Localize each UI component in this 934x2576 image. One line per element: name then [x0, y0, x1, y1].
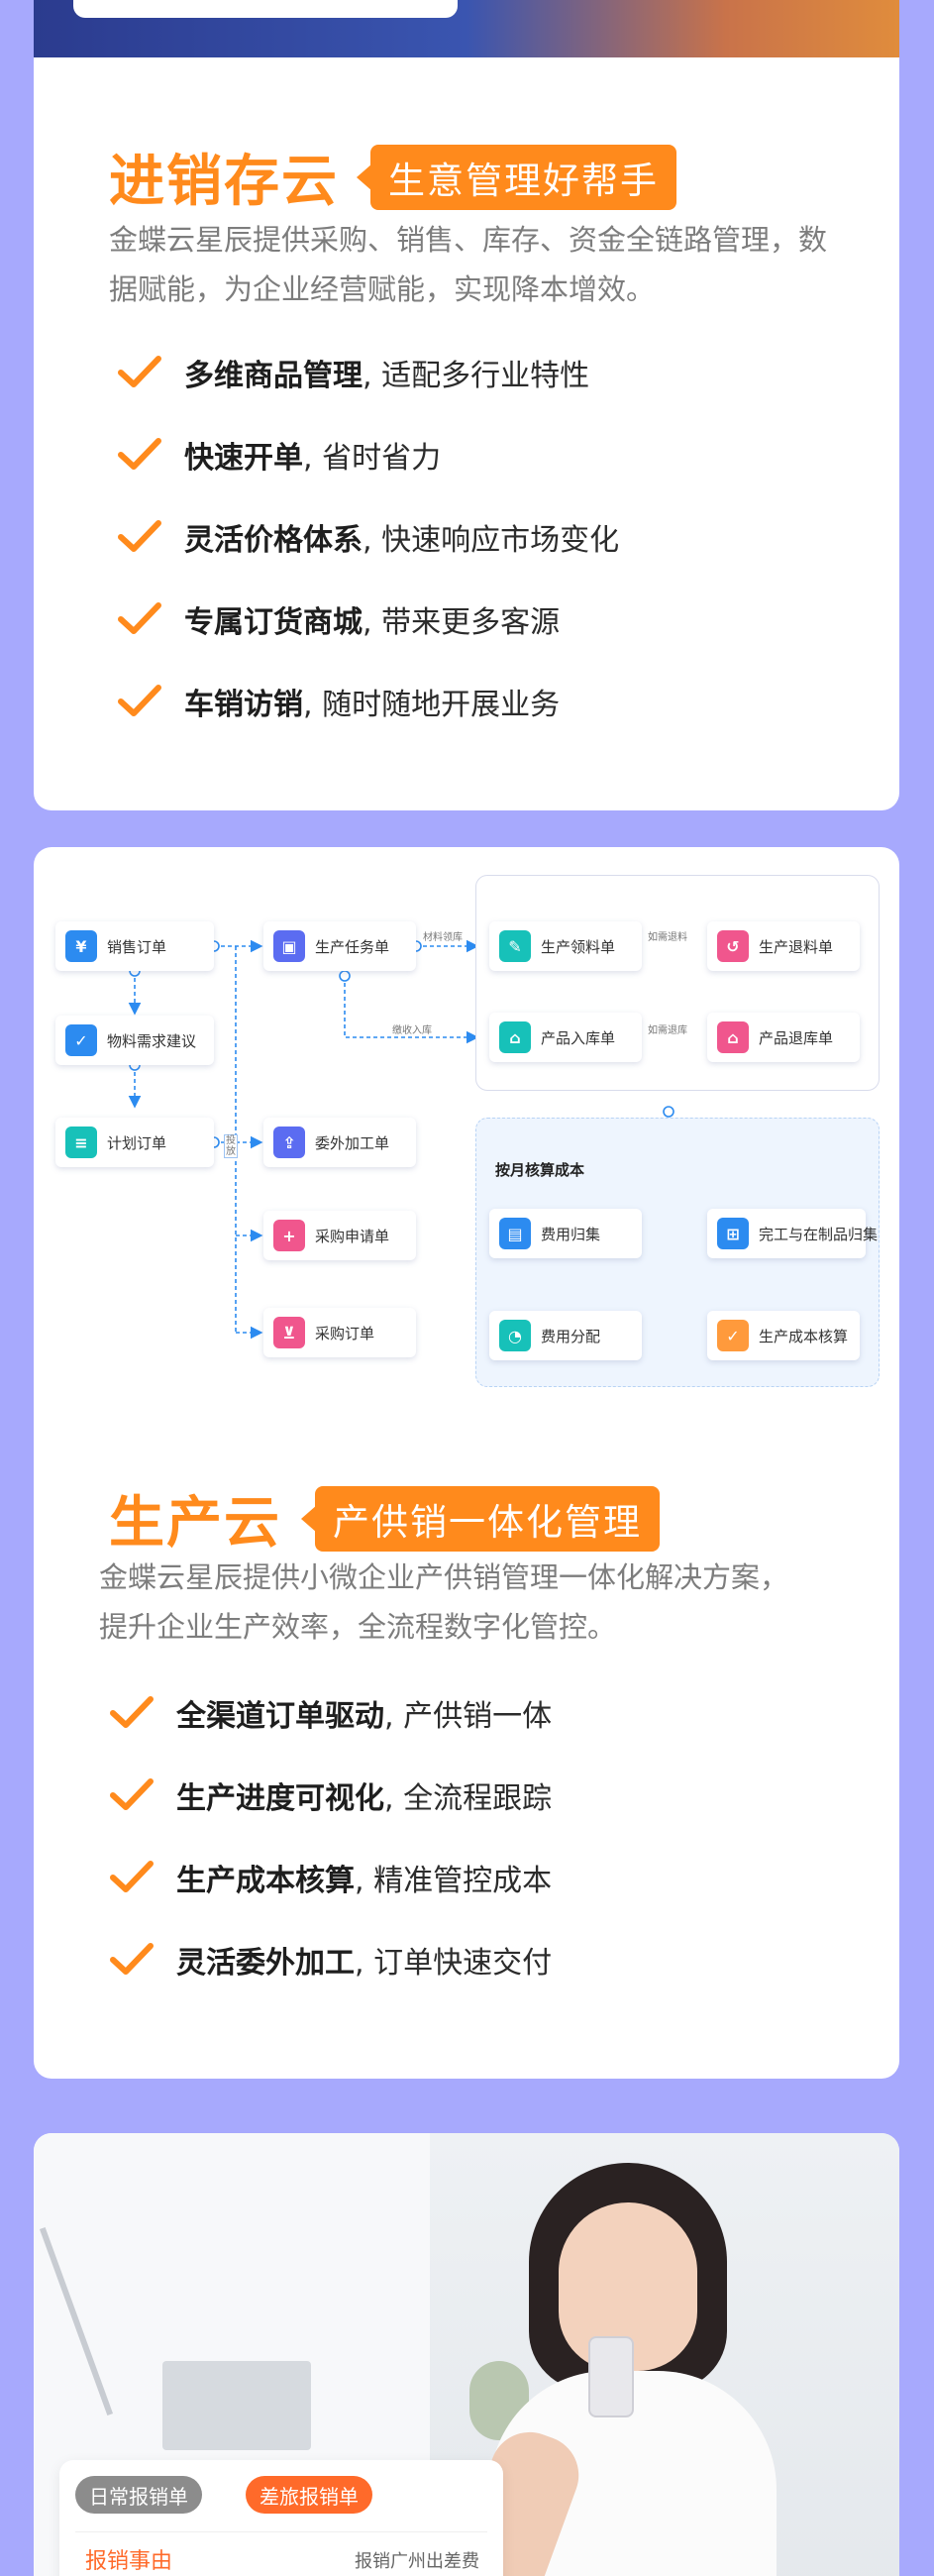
- feature-item: 生产成本核算, 精准管控成本: [109, 1836, 552, 1918]
- checkmark-icon: [118, 355, 161, 387]
- node-cost-calc[interactable]: ✓ 生产成本核算: [707, 1311, 860, 1360]
- warehouse-icon: ⌂: [499, 1021, 531, 1053]
- cart-plus-icon: +: [273, 1220, 305, 1251]
- section-title: 进销存云: [109, 150, 339, 214]
- checkmark-icon: [118, 684, 161, 716]
- checkmark-icon: [110, 1860, 154, 1892]
- checkmark-icon: [110, 1777, 154, 1810]
- checkmark-icon: [110, 1942, 154, 1975]
- node-product-inbound[interactable]: ⌂ 产品入库单: [489, 1013, 642, 1062]
- production-flow-diagram: 按月核算成本 材料领库 如需退料 缴收入库 如需退库 投放 ¥ 销售订单 ✓ 物…: [34, 847, 899, 1442]
- section-description-production: 金蝶云星辰提供小微企业产供销管理一体化解决方案， 提升企业生产效率，全流程数字化…: [99, 1560, 789, 1644]
- feature-item: 全渠道订单驱动, 产供销一体: [109, 1671, 552, 1754]
- return-icon: ↺: [717, 930, 749, 962]
- node-purchase-order[interactable]: ⊻ 采购订单: [263, 1308, 416, 1357]
- feature-item: 多维商品管理, 适配多行业特性: [117, 331, 619, 413]
- hero-banner-tab: [73, 0, 458, 18]
- divider: [75, 2531, 487, 2532]
- checkmark-icon: [110, 1695, 154, 1728]
- checkmark-icon: [118, 437, 161, 470]
- node-wip-collect[interactable]: ⊞ 完工与在制品归集: [707, 1209, 878, 1258]
- product-card-production: 按月核算成本 材料领库 如需退料 缴收入库 如需退库 投放 ¥ 销售订单 ✓ 物…: [34, 847, 899, 2079]
- feature-item: 灵活委外加工, 订单快速交付: [109, 1918, 552, 2000]
- feature-item: 专属订货商城, 带来更多客源: [117, 578, 619, 660]
- section-badge-production: 产供销一体化管理: [301, 1486, 660, 1552]
- checkmark-icon: [118, 519, 161, 552]
- cost-icon: ✓: [717, 1320, 749, 1351]
- feature-highlight: 快速开单: [184, 440, 303, 476]
- node-sales-order[interactable]: ¥ 销售订单: [55, 921, 214, 971]
- feature-detail: , 精准管控成本: [355, 1863, 553, 1898]
- feature-detail: , 全流程跟踪: [384, 1780, 553, 1816]
- monthly-cost-group-title: 按月核算成本: [495, 1161, 585, 1179]
- node-material-suggestion[interactable]: ✓ 物料需求建议: [55, 1016, 214, 1065]
- expense-doc-icon: ▤: [499, 1218, 531, 1249]
- feature-item: 灵活价格体系, 快速响应市场变化: [117, 495, 619, 578]
- hero-banner-image: [34, 0, 899, 57]
- inbox-icon: ⊞: [717, 1218, 749, 1249]
- expense-form-preview: 日常报销单 差旅报销单 报销事由 报销广州出差费: [59, 2460, 503, 2576]
- checklist-icon: ✓: [65, 1024, 97, 1056]
- tab-daily-expense[interactable]: 日常报销单: [75, 2476, 202, 2514]
- section-description: 金蝶云星辰提供采购、销售、库存、资金全链路管理，数 据赋能，为企业经营赋能，实现…: [109, 223, 828, 306]
- task-icon: ▣: [273, 930, 305, 962]
- cart-icon: ⊻: [273, 1317, 305, 1348]
- feature-highlight: 灵活委外加工: [176, 1945, 355, 1981]
- edge-label-transfer: 投放: [224, 1134, 238, 1158]
- feature-highlight: 多维商品管理: [184, 358, 363, 393]
- feature-highlight: 专属订货商城: [184, 604, 363, 640]
- feature-highlight: 全渠道订单驱动: [176, 1698, 384, 1734]
- section-badge: 生意管理好帮手: [357, 145, 676, 210]
- outsource-icon: ⇪: [273, 1127, 305, 1158]
- expense-reason-label: 报销事由: [85, 2549, 173, 2574]
- edge-label-excess-pick: 如需退料: [648, 932, 687, 943]
- feature-detail: , 适配多行业特性: [363, 358, 590, 393]
- edge-label-excess-return: 如需退库: [648, 1025, 687, 1036]
- product-card-jxc: 进销存云 生意管理好帮手 金蝶云星辰提供采购、销售、库存、资金全链路管理，数 据…: [34, 0, 899, 810]
- yen-icon: ¥: [65, 930, 97, 962]
- node-product-return[interactable]: ⌂ 产品退库单: [707, 1013, 860, 1062]
- feature-detail: , 带来更多客源: [363, 604, 561, 640]
- feature-detail: , 产供销一体: [384, 1698, 553, 1734]
- node-material-pick[interactable]: ✎ 生产领料单: [489, 921, 642, 971]
- node-purchase-request[interactable]: + 采购申请单: [263, 1211, 416, 1260]
- node-plan-order[interactable]: ≡ 计划订单: [55, 1118, 214, 1167]
- node-expense-collect[interactable]: ▤ 费用归集: [489, 1209, 642, 1258]
- checkmark-icon: [118, 601, 161, 634]
- feature-detail: , 快速响应市场变化: [363, 522, 620, 558]
- node-production-task[interactable]: ▣ 生产任务单: [263, 921, 416, 971]
- feature-highlight: 车销访销: [184, 687, 303, 722]
- node-expense-alloc[interactable]: ◔ 费用分配: [489, 1311, 642, 1360]
- feature-list-production: 全渠道订单驱动, 产供销一体生产进度可视化, 全流程跟踪生产成本核算, 精准管控…: [109, 1671, 552, 2000]
- section-title-production: 生产云: [109, 1491, 281, 1556]
- feature-item: 生产进度可视化, 全流程跟踪: [109, 1754, 552, 1836]
- feature-detail: , 随时随地开展业务: [303, 687, 561, 722]
- pie-chart-icon: ◔: [499, 1320, 531, 1351]
- feature-detail: , 省时省力: [303, 440, 442, 476]
- feature-list: 多维商品管理, 适配多行业特性快速开单, 省时省力灵活价格体系, 快速响应市场变…: [117, 331, 619, 742]
- feature-highlight: 生产进度可视化: [176, 1780, 384, 1816]
- node-outsource[interactable]: ⇪ 委外加工单: [263, 1118, 416, 1167]
- node-material-return[interactable]: ↺ 生产退料单: [707, 921, 860, 971]
- pick-icon: ✎: [499, 930, 531, 962]
- expense-card: 日常报销单 差旅报销单 报销事由 报销广州出差费: [34, 2133, 899, 2576]
- tab-travel-expense[interactable]: 差旅报销单: [246, 2476, 372, 2514]
- feature-item: 车销访销, 随时随地开展业务: [117, 660, 619, 742]
- feature-item: 快速开单, 省时省力: [117, 413, 619, 495]
- edge-label-pick: 材料领库: [423, 932, 463, 943]
- expense-reason-value[interactable]: 报销广州出差费: [355, 2551, 479, 2572]
- document-icon: ≡: [65, 1127, 97, 1158]
- feature-detail: , 订单快速交付: [355, 1945, 553, 1981]
- house-return-icon: ⌂: [717, 1021, 749, 1053]
- feature-highlight: 灵活价格体系: [184, 522, 363, 558]
- phone-icon: [588, 2336, 634, 2417]
- feature-highlight: 生产成本核算: [176, 1863, 355, 1898]
- edge-label-stock-in: 缴收入库: [392, 1025, 432, 1036]
